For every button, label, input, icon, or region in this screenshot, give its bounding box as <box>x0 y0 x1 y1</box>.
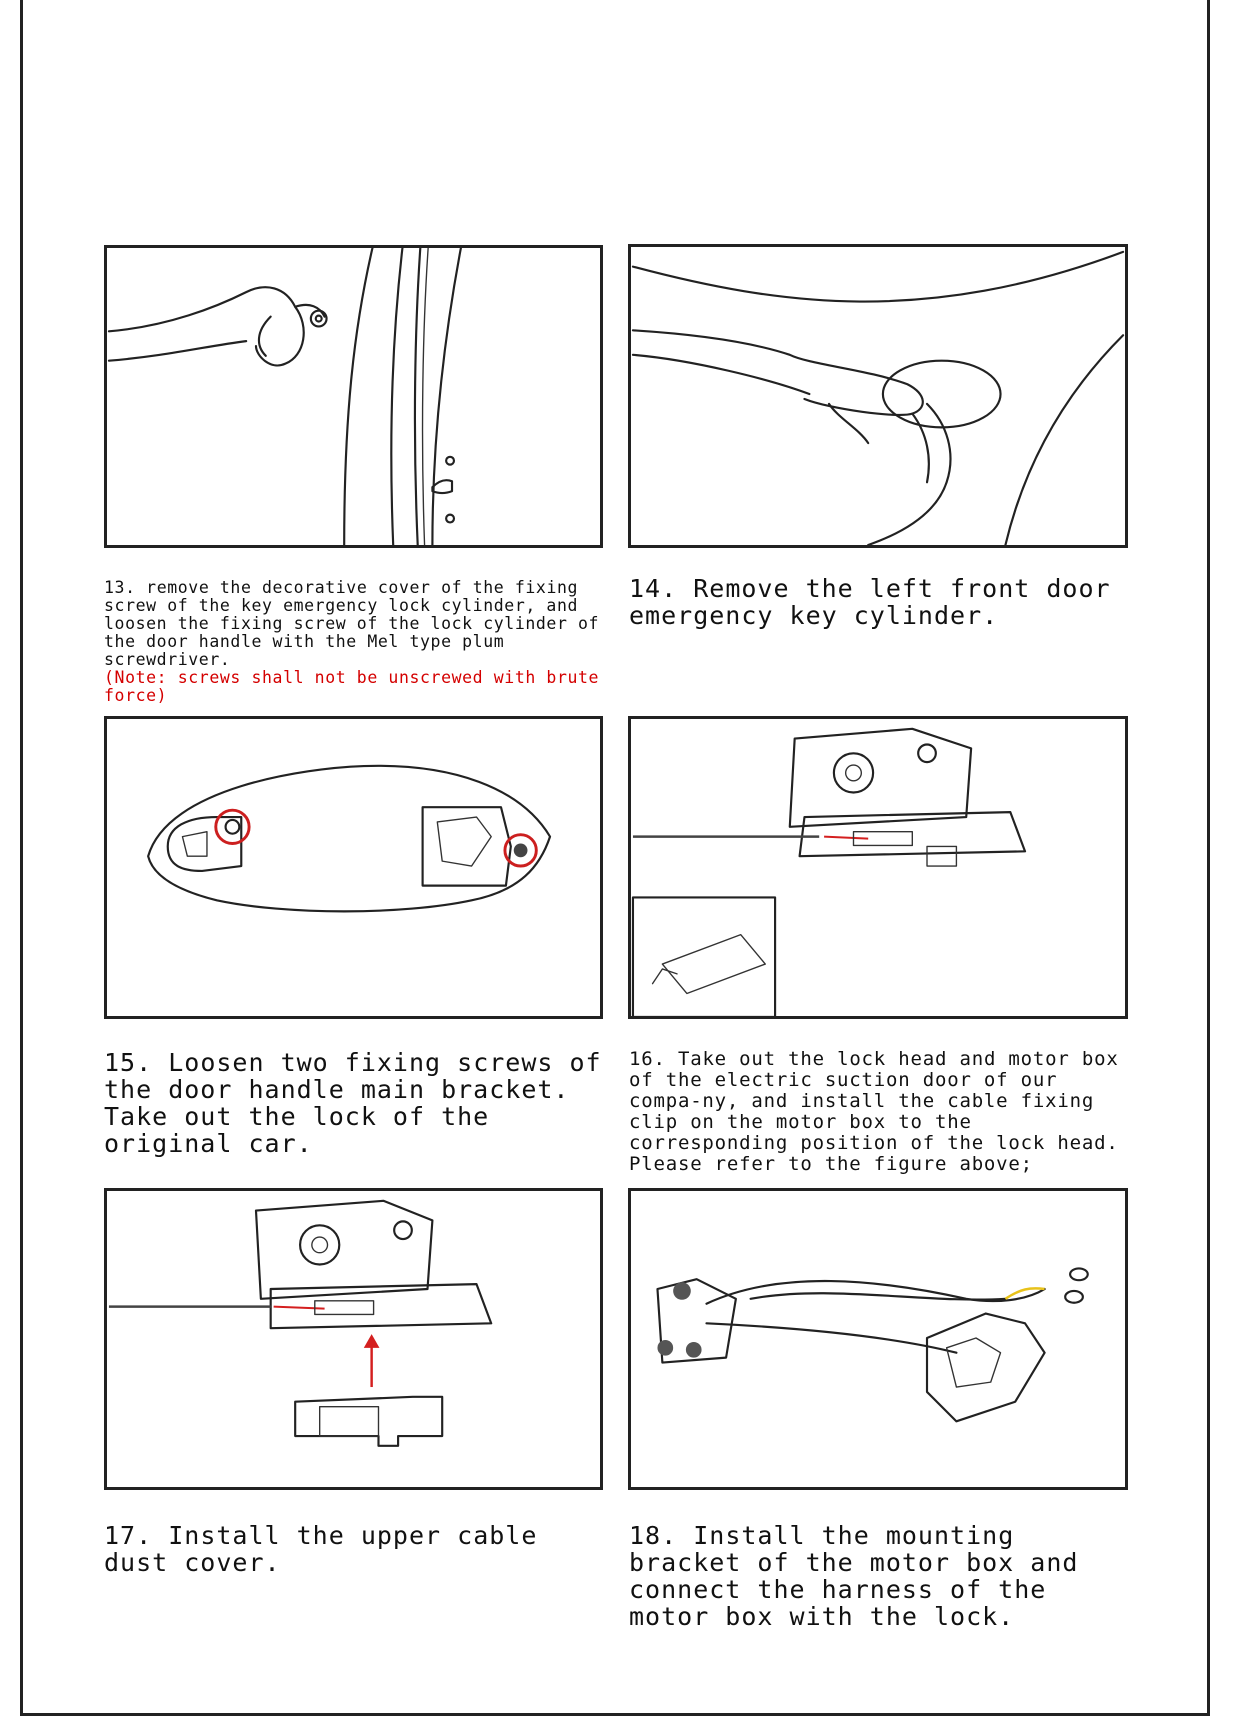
step-16-number: 16. <box>629 1048 666 1070</box>
step-13-caption: 13. remove the decorative cover of the f… <box>104 579 604 705</box>
step-15-text: Loosen two fixing screws of the door han… <box>104 1048 618 1158</box>
step-16-caption: 16. Take out the lock head and motor box… <box>629 1049 1124 1175</box>
step-15-caption: 15. Loosen two fixing screws of the door… <box>104 1049 604 1157</box>
step-17-text: Install the upper cable dust cover. <box>104 1521 554 1577</box>
step-13-number: 13. <box>104 578 136 597</box>
cable-dust-cover-drawing <box>108 1199 493 1447</box>
motor-box-harness-drawing <box>656 1267 1089 1423</box>
step-14-text: Remove the left front door emergency key… <box>629 574 1127 630</box>
step-14-caption: 14. Remove the left front door emergency… <box>629 575 1129 629</box>
illustration-step-15 <box>104 716 603 1019</box>
step-18-caption: 18. Install the mounting bracket of the … <box>629 1522 1129 1630</box>
step-17-caption: 17. Install the upper cable dust cover. <box>104 1522 604 1576</box>
step-13-text: remove the decorative cover of the fixin… <box>104 578 610 669</box>
hand-screwdriver-door-drawing <box>107 248 462 545</box>
step-17-number: 17. <box>104 1521 153 1550</box>
step-16-text: Take out the lock head and motor box of … <box>629 1048 1131 1175</box>
illustration-step-18 <box>628 1188 1128 1490</box>
step-13-note: (Note: screws shall not be unscrewed wit… <box>104 668 610 705</box>
step-14-number: 14. <box>629 574 678 603</box>
illustration-step-13 <box>104 245 603 548</box>
door-handle-bracket-drawing <box>147 764 552 913</box>
lock-head-motor-box-drawing <box>631 727 1027 1016</box>
hand-removing-key-cylinder-drawing <box>631 250 1125 545</box>
step-18-number: 18. <box>629 1521 678 1550</box>
illustration-step-16 <box>628 716 1128 1019</box>
illustration-step-14 <box>628 244 1128 548</box>
step-15-number: 15. <box>104 1048 153 1077</box>
step-18-text: Install the mounting bracket of the moto… <box>629 1521 1095 1631</box>
illustration-step-17 <box>104 1188 603 1490</box>
